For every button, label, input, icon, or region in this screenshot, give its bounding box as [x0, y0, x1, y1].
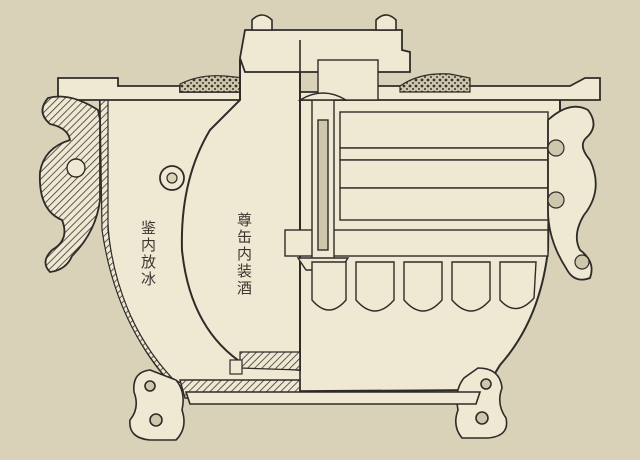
ring-foot: [184, 391, 482, 405]
inner-vessel-spout: [229, 359, 243, 375]
left-handle-ring: [66, 158, 86, 178]
vessel-loop-hole: [166, 172, 178, 184]
ice-chamber-label: 鉴内放冰: [139, 220, 157, 288]
lid-ring-left: [251, 14, 273, 31]
lid-ornament-right: [399, 73, 471, 93]
inner-vessel-base: [239, 351, 301, 371]
right-handle-scrolls: [547, 139, 590, 270]
lid-ornament-left: [179, 75, 246, 93]
inner-wine-vessel: [180, 59, 301, 372]
lid-ring-right: [375, 14, 397, 31]
left-dragon-handle: [39, 95, 101, 273]
wine-chamber-label: 尊缶内装酒: [235, 212, 253, 297]
petal-decoration: [311, 261, 537, 312]
left-beast-foot: [129, 369, 185, 441]
central-bolt: [296, 92, 350, 271]
